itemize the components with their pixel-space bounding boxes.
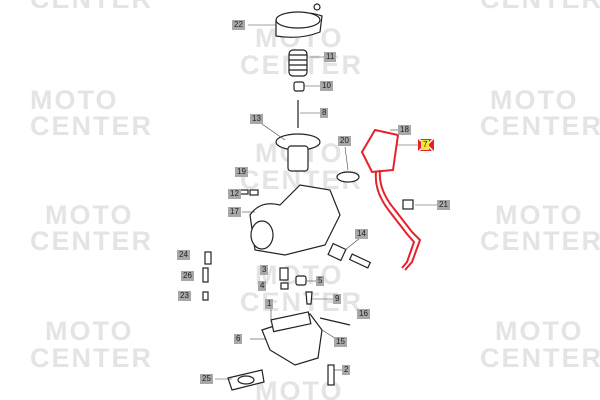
part-label-18[interactable]: 18	[398, 125, 411, 135]
watermark: CENTER	[480, 0, 600, 13]
part-6-float-bowl	[261, 311, 323, 366]
watermark: MOTO	[495, 200, 584, 230]
watermark: CENTER	[30, 0, 153, 13]
part-label-23[interactable]: 23	[178, 291, 191, 301]
part-label-3[interactable]: 3	[260, 265, 269, 275]
part-14-screw	[327, 242, 372, 269]
part-label-22[interactable]: 22	[232, 20, 245, 30]
part-label-19[interactable]: 19	[235, 167, 248, 177]
watermark: MOTO	[45, 316, 134, 346]
part-9-float-valve	[305, 291, 313, 305]
part-label-14[interactable]: 14	[355, 229, 368, 239]
part-label-21[interactable]: 21	[437, 200, 450, 210]
part-3	[279, 267, 289, 281]
part-label-1[interactable]: 1	[265, 299, 274, 309]
part-label-6[interactable]: 6	[234, 334, 243, 344]
watermark: CENTER	[30, 111, 154, 141]
part-24	[204, 251, 212, 265]
part-4	[280, 282, 289, 290]
part-17-body	[249, 184, 341, 256]
part-label-8[interactable]: 8	[320, 108, 329, 118]
watermark: CENTER	[480, 111, 600, 141]
part-5	[295, 275, 307, 286]
part-label-26[interactable]: 26	[181, 271, 194, 281]
part-label-5[interactable]: 5	[316, 276, 325, 286]
part-label-15[interactable]: 15	[334, 337, 347, 347]
part-label-2[interactable]: 2	[342, 365, 351, 375]
watermark: CENTER	[480, 343, 600, 373]
part-21-clip	[402, 199, 414, 210]
part-20-oring	[336, 171, 360, 183]
watermark: MOTO	[490, 85, 579, 115]
part-label-20[interactable]: 20	[338, 136, 351, 146]
part-label-4[interactable]: 4	[258, 281, 267, 291]
part-label-12[interactable]: 12	[228, 189, 241, 199]
watermark: CENTER	[480, 226, 600, 256]
part-10-retainer	[293, 81, 305, 92]
part-label-7[interactable]: 7	[421, 140, 430, 150]
part-18-highlighted	[360, 128, 422, 271]
part-13-diaphragm	[275, 133, 321, 172]
part-label-25[interactable]: 25	[200, 374, 213, 384]
part-label-13[interactable]: 13	[250, 114, 263, 124]
watermark: MOTO	[45, 200, 134, 230]
part-11-spring	[288, 49, 308, 77]
part-label-11[interactable]: 11	[324, 52, 337, 62]
part-12	[249, 189, 259, 196]
part-16-pin	[319, 317, 351, 326]
watermark: MOTO	[255, 376, 344, 400]
part-label-17[interactable]: 17	[228, 207, 241, 217]
part-22-cap	[275, 3, 323, 38]
part-2-screw	[327, 364, 335, 386]
watermark: CENTER	[30, 343, 154, 373]
part-26	[202, 267, 209, 283]
part-25-gasket	[227, 369, 265, 391]
part-23	[202, 291, 209, 301]
watermark: CENTER	[30, 226, 154, 256]
part-label-16[interactable]: 16	[357, 309, 370, 319]
part-label-10[interactable]: 10	[320, 81, 333, 91]
watermark: MOTO	[495, 316, 584, 346]
part-label-24[interactable]: 24	[177, 250, 190, 260]
watermark: MOTO	[30, 85, 119, 115]
part-label-9[interactable]: 9	[333, 294, 342, 304]
part-19	[239, 189, 249, 195]
